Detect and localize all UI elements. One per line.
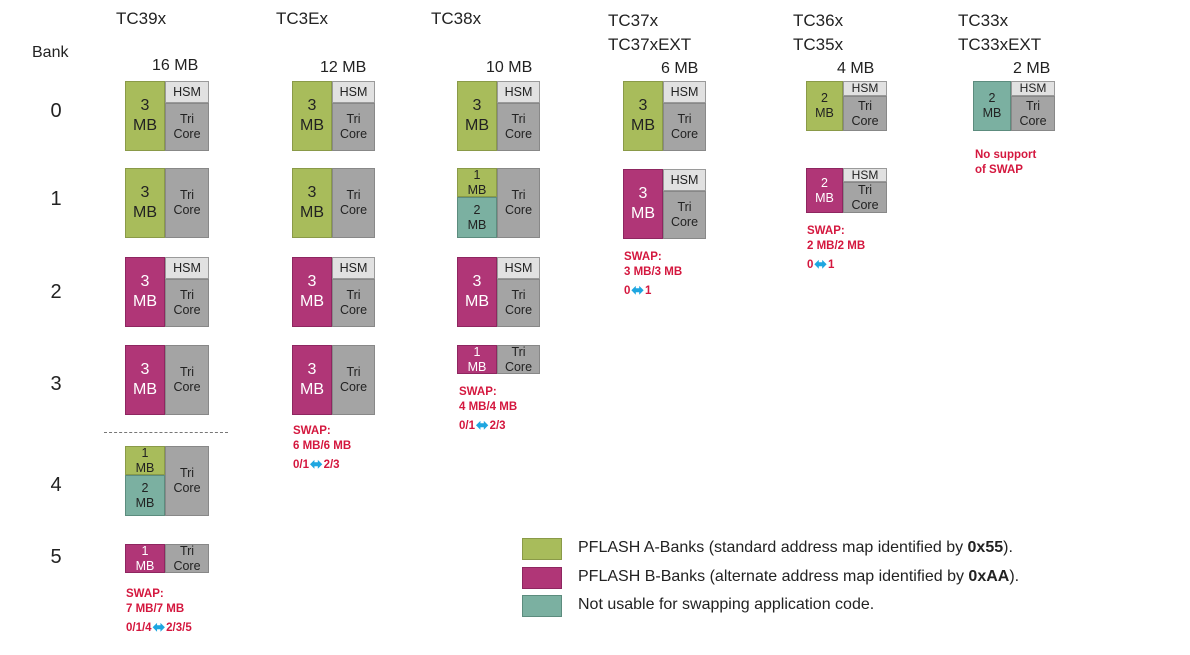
hsm-block: HSM (332, 81, 375, 103)
chip-title-tc33xext: TC33xEXT (958, 35, 1042, 54)
legend-swatch-b-banks (522, 567, 562, 589)
chip-title-tc37x: TC37x (608, 11, 659, 30)
swap-note-tc3ex: SWAP: 6 MB/6 MB 0/1⬌2/3 (293, 425, 352, 473)
chip-total-size: 16 MB (152, 57, 199, 74)
swap-note-tc38x: SWAP: 4 MB/4 MB 0/1⬌2/3 (459, 386, 518, 434)
swap-note-tc39x: SWAP: 7 MB/7 MB 0/1/4⬌2/3/5 (126, 588, 192, 636)
bank-number: 3 (50, 373, 62, 395)
bank-number: 1 (50, 188, 62, 210)
bank-header: Bank (32, 44, 69, 61)
chip-title-tc33x: TC33x (958, 11, 1009, 30)
chip-total-size: 12 MB (320, 59, 367, 76)
swap-note-tc36x: SWAP: 2 MB/2 MB 0⬌1 (807, 225, 866, 273)
hsm-block: HSM (332, 257, 375, 279)
chip-total-size: 6 MB (661, 60, 699, 77)
divider-line (104, 432, 228, 433)
no-swap-note: No support of SWAP (975, 149, 1037, 176)
legend-swatch-not-usable (522, 595, 562, 617)
chip-title-tc39x: TC39x (116, 9, 167, 28)
hsm-block: HSM (843, 168, 887, 182)
swap-note-tc37x: SWAP: 3 MB/3 MB 0⬌1 (624, 251, 683, 299)
hsm-block: HSM (497, 257, 540, 279)
double-arrow-icon: ⬌ (152, 619, 166, 636)
double-arrow-icon: ⬌ (814, 256, 827, 273)
legend-swatch-a-banks (522, 538, 562, 560)
chip-total-size: 2 MB (1013, 60, 1051, 77)
chip-title-tc35x: TC35x (793, 35, 844, 54)
double-arrow-icon: ⬌ (476, 417, 489, 434)
chip-title-tc3ex: TC3Ex (276, 9, 328, 28)
hsm-block: HSM (165, 257, 209, 279)
bank-number: 2 (50, 281, 62, 303)
hsm-block: HSM (843, 81, 887, 96)
bank-number: 0 (50, 100, 62, 122)
legend-text-a-banks: PFLASH A-Banks (standard address map ide… (578, 539, 1013, 556)
chip-total-size: 4 MB (837, 60, 875, 77)
hsm-block: HSM (663, 81, 706, 103)
hsm-block: HSM (165, 81, 209, 103)
chip-total-size: 10 MB (486, 59, 533, 76)
bank-number: 4 (50, 474, 62, 496)
bank-number: 5 (50, 546, 62, 568)
legend-text-not-usable: Not usable for swapping application code… (578, 596, 875, 613)
chip-title-tc36x: TC36x (793, 11, 844, 30)
chip-title-tc37xext: TC37xEXT (608, 35, 692, 54)
hsm-block: HSM (663, 169, 706, 191)
hsm-block: HSM (497, 81, 540, 103)
double-arrow-icon: ⬌ (631, 282, 644, 299)
hsm-block: HSM (1011, 81, 1055, 96)
chip-title-tc38x: TC38x (431, 9, 482, 28)
double-arrow-icon: ⬌ (310, 456, 323, 473)
legend-text-b-banks: PFLASH B-Banks (alternate address map id… (578, 568, 1020, 585)
